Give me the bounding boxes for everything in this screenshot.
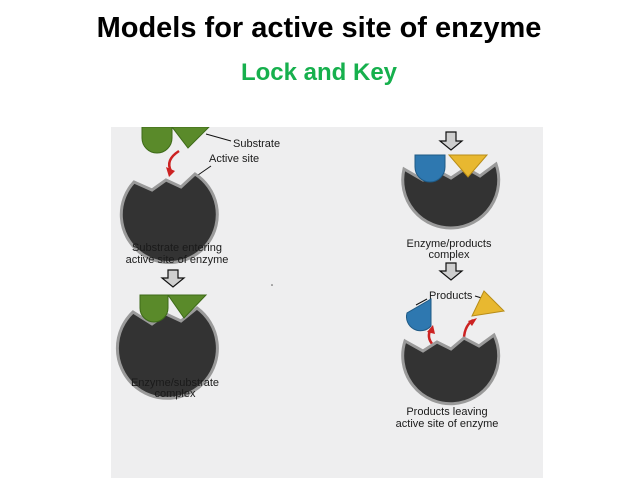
red-arrowhead-icon	[427, 325, 435, 334]
enzyme-shape	[401, 332, 501, 406]
es-complex-label-line1: Enzyme/substrate	[131, 377, 219, 389]
ep-complex-label-line2: complex	[429, 249, 470, 261]
product-yellow	[447, 154, 489, 178]
leaving-label-line2: active site of enzyme	[396, 418, 499, 430]
substrate-label: Substrate	[233, 138, 280, 150]
product-blue-released	[406, 298, 432, 332]
substrate-green-bound	[139, 294, 208, 323]
enzyme-shape	[119, 172, 219, 264]
products-pointer-line	[415, 298, 428, 306]
red-arrowhead-icon	[468, 318, 477, 326]
entering-label-line1: Substrate entering	[132, 242, 222, 254]
products-label: Products	[429, 290, 473, 302]
enzyme-shape	[115, 306, 219, 400]
lock-and-key-diagram: Substrate Active site Substrate entering…	[111, 127, 543, 478]
product-blue	[414, 154, 446, 183]
ep-complex-label-line1: Enzyme/products	[407, 238, 492, 250]
page-subtitle: Lock and Key	[240, 59, 398, 86]
substrate-green	[141, 127, 210, 154]
stray-dot	[271, 284, 273, 286]
entering-label-line2: active site of enzyme	[126, 254, 229, 266]
es-complex-label-line2: complex	[155, 388, 196, 400]
substrate-pointer-line	[205, 133, 232, 142]
leaving-label-line1: Products leaving	[406, 406, 487, 418]
page-title: Models for active site of enzyme	[96, 12, 542, 44]
down-arrow-icon	[438, 131, 464, 151]
down-arrow-icon	[160, 269, 186, 288]
red-arrowhead-icon	[166, 167, 175, 177]
down-arrow-icon	[438, 262, 464, 281]
active-site-label: Active site	[209, 153, 259, 165]
product-yellow-released	[471, 290, 506, 317]
